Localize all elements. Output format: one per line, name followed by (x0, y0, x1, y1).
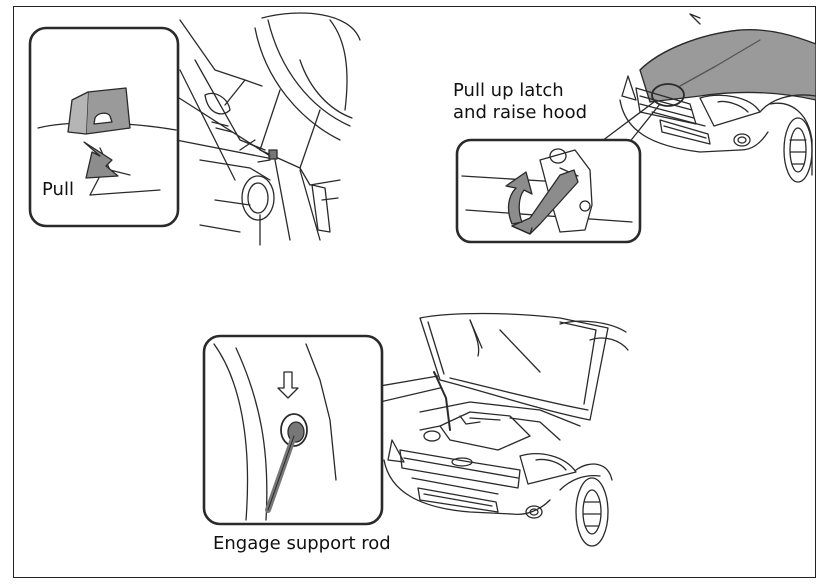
callout-connector-pull (176, 96, 270, 158)
support-rod-caption: Engage support rod (213, 533, 391, 555)
car-front-top-illustration (620, 14, 816, 182)
callout-connector-latch (598, 102, 660, 144)
latch-caption-line2: and raise hood (453, 102, 587, 124)
latch-caption: Pull up latch and raise hood (453, 80, 587, 124)
dashboard-steering-illustration (180, 13, 360, 245)
latch-caption-line1: Pull up latch (453, 80, 587, 102)
car-open-hood-illustration (384, 314, 628, 547)
pull-caption: Pull (42, 179, 74, 201)
callout-connector-support (380, 376, 440, 402)
